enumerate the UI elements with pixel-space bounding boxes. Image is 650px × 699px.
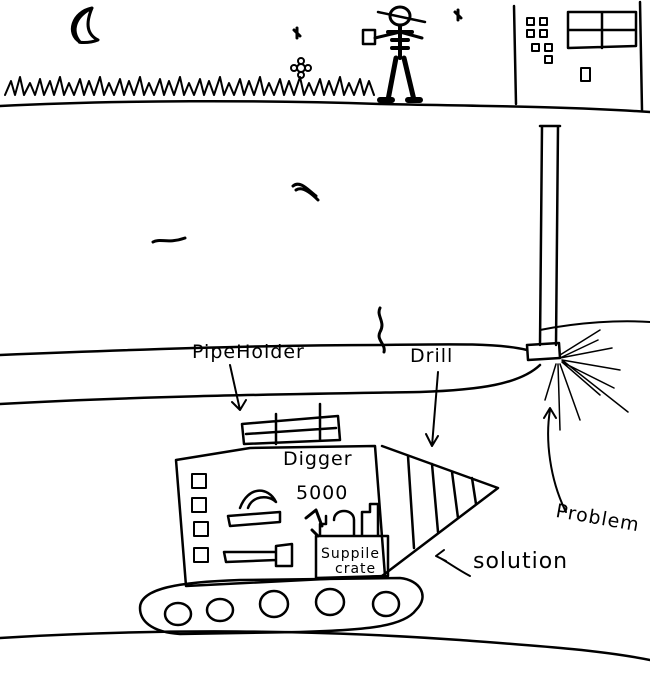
supply-crate-label-line1: Suppile [321, 546, 380, 562]
drill-arrow [425, 371, 439, 447]
window-icon [566, 10, 638, 50]
supply-crate-label-line2: crate [335, 561, 377, 577]
moon-icon [70, 6, 100, 44]
worm-icon [377, 306, 386, 354]
worm-icon [151, 236, 187, 244]
pipe-holder [240, 402, 342, 446]
bug-icon [453, 8, 463, 22]
pipeholder-arrow [229, 364, 247, 411]
worm-icon [291, 182, 320, 202]
pipe-burst [544, 329, 629, 431]
track [138, 576, 424, 636]
pipeholder-label: PipeHolder [192, 341, 305, 363]
drill-label: Drill [410, 345, 454, 367]
digger-body [174, 444, 387, 588]
stick-person [361, 5, 427, 103]
digger-model-label: 5000 [296, 482, 349, 504]
soil-line [539, 320, 650, 331]
ground-line [0, 99, 650, 114]
wheel [205, 597, 235, 623]
house [512, 0, 644, 112]
solution-label: solution [473, 549, 569, 574]
solution-arrow [435, 549, 471, 577]
drill-cone [380, 444, 500, 578]
problem-arrow [543, 407, 567, 513]
house-pipe [538, 124, 562, 347]
wheel [371, 590, 401, 618]
wheel [258, 589, 290, 619]
pickaxe-icon [226, 489, 282, 528]
wheel [314, 587, 346, 617]
supply-crate [314, 502, 390, 580]
grass [4, 76, 375, 96]
wheel [163, 601, 193, 627]
flower-icon [290, 57, 312, 79]
shovel-icon [222, 542, 294, 568]
digger-label: Digger [283, 448, 353, 470]
horizontal-pipe [0, 343, 542, 406]
bedrock-line [0, 630, 650, 662]
crate-figure [304, 508, 324, 538]
bug-icon [292, 26, 302, 40]
outlet-icon [580, 67, 591, 82]
